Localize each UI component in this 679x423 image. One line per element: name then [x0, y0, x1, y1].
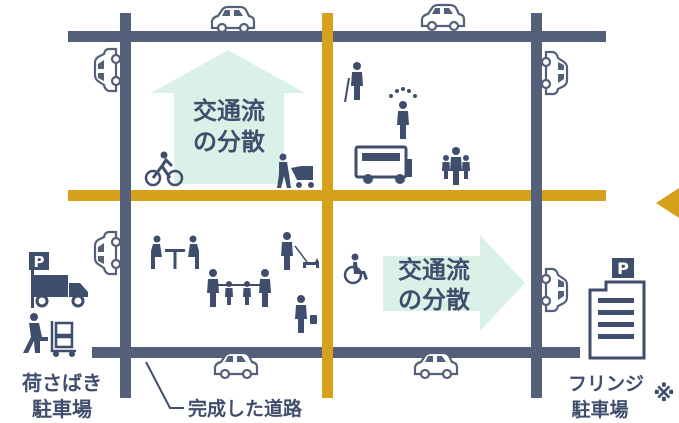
delivery-truck-icon — [34, 275, 88, 308]
stroller-icon — [277, 153, 314, 188]
car-icon — [540, 267, 569, 313]
wheelchair-icon — [343, 253, 368, 285]
car-icon — [540, 50, 569, 96]
flow-label-1-line2: の分散 — [193, 128, 265, 156]
group-of-people-icon — [442, 147, 470, 185]
fringe-parking: P フリンジ 駐車場 ※ — [568, 258, 675, 421]
fringe-parking-sign-text: P — [617, 259, 629, 278]
loading-parking-label-line1: 荷さばき — [22, 371, 102, 395]
flow-arrow-up: 交通流 の分散 — [151, 50, 305, 184]
flow-label-2-line1: 交通流 — [398, 256, 470, 284]
cafe-table-icon — [151, 235, 199, 269]
family-holding-hands-icon — [207, 269, 271, 307]
flow-label-1-line1: 交通流 — [193, 97, 265, 125]
dog-walker-icon — [281, 232, 319, 270]
food-truck-icon — [354, 145, 412, 184]
car-icon — [420, 3, 466, 32]
parking-building-icon — [588, 280, 646, 360]
handcart-worker-icon — [23, 313, 76, 357]
car-icon — [210, 5, 256, 34]
cyclist-icon — [144, 151, 184, 187]
offscreen-arrow-head — [656, 188, 679, 218]
loading-parking: P 荷さばき 駐車場 — [22, 252, 102, 421]
roads — [68, 13, 606, 398]
fringe-parking-sign — [612, 258, 634, 278]
completed-road-callout: 完成した道路 — [145, 361, 303, 420]
road-left — [120, 13, 131, 398]
car-icon — [93, 47, 122, 93]
road-right — [531, 13, 542, 398]
flow-arrow-right: 交通流 の分散 — [383, 235, 525, 331]
shopper-icon — [295, 295, 317, 333]
road-center — [322, 13, 333, 398]
road-bottom — [92, 347, 580, 358]
loading-parking-sign-text: P — [34, 253, 45, 271]
fringe-parking-note-mark: ※ — [653, 382, 674, 407]
fringe-parking-label-line1: フリンジ — [568, 373, 644, 395]
parking-sign — [29, 252, 49, 270]
flow-label-2-line2: の分散 — [398, 286, 470, 314]
fringe-parking-label-line2: 駐車場 — [571, 398, 628, 421]
loading-parking-label-line2: 駐車場 — [32, 397, 92, 421]
pedestrian-with-cane-icon — [344, 62, 363, 103]
completed-road-label: 完成した道路 — [188, 397, 303, 420]
road-middle — [68, 190, 606, 201]
juggler-icon — [389, 87, 417, 139]
car-icon — [93, 230, 122, 276]
road-top — [68, 31, 606, 42]
